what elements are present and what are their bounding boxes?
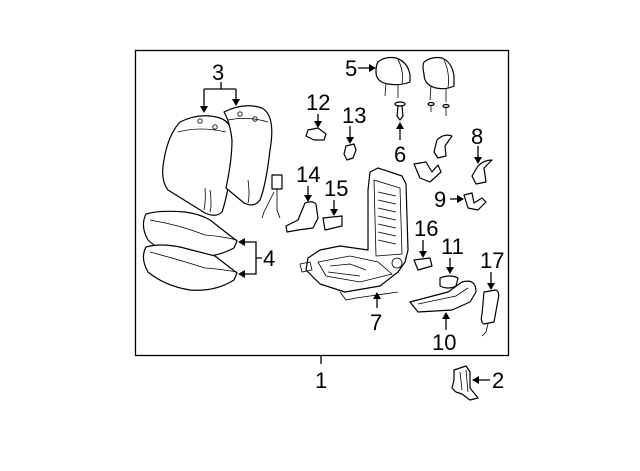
part-13-knob[interactable] [343,143,357,161]
seat-belt-buckle[interactable] [261,174,283,219]
callout-7: 7 [370,292,382,335]
part-10-side-shield[interactable] [409,280,477,313]
callout-9: 9 [434,187,464,212]
callout-label-6: 6 [394,142,406,167]
callout-label-11: 11 [441,234,464,259]
callout-14: 14 [296,162,320,202]
callout-label-10: 10 [432,330,456,355]
callout-8: 8 [471,124,483,164]
part-2-track-cover[interactable] [451,365,479,401]
callout-label-4: 4 [263,246,275,271]
callout-6: 6 [394,122,406,167]
callout-3: 3 [200,60,240,113]
part-8-recliner-covers[interactable] [413,134,493,185]
callout-16: 16 [414,216,438,258]
callout-label-8: 8 [471,124,483,149]
callout-label-1: 1 [315,368,327,393]
part-17-airbag-module[interactable] [480,289,500,337]
callout-5: 5 [345,56,376,81]
callout-1: 1 [315,356,327,393]
callout-label-9: 9 [434,187,446,212]
part-12-connector[interactable] [305,127,327,141]
callout-label-2: 2 [492,368,504,393]
callout-15: 15 [324,176,348,216]
part-9-recliner-bracket[interactable] [463,192,487,211]
callout-13: 13 [342,103,366,144]
callout-label-17: 17 [480,248,504,273]
callout-label-12: 12 [306,90,330,115]
part-15-clip[interactable] [322,215,343,231]
callout-label-15: 15 [324,176,348,201]
part-14-buckle-cover[interactable] [285,201,319,233]
callout-11: 11 [441,234,464,274]
callout-17: 17 [480,248,504,290]
callout-label-13: 13 [342,103,366,128]
callout-label-5: 5 [345,56,357,81]
callout-4: 4 [238,238,275,278]
callout-10: 10 [432,312,456,355]
part-6-headrest-guides[interactable] [394,101,450,121]
part-16-retainer[interactable] [413,257,433,271]
part-3-seatback-covers[interactable] [162,105,273,216]
callout-label-7: 7 [370,310,382,335]
part-7-seat-frame[interactable] [299,167,409,301]
callout-2: 2 [472,368,504,393]
callout-label-14: 14 [296,162,320,187]
callout-label-16: 16 [414,216,438,241]
callout-label-3: 3 [212,60,224,85]
part-5-headrests[interactable] [375,56,455,103]
callout-12: 12 [306,90,330,128]
part-4-cushion-covers[interactable] [142,210,238,291]
diagram-frame [134,49,510,357]
